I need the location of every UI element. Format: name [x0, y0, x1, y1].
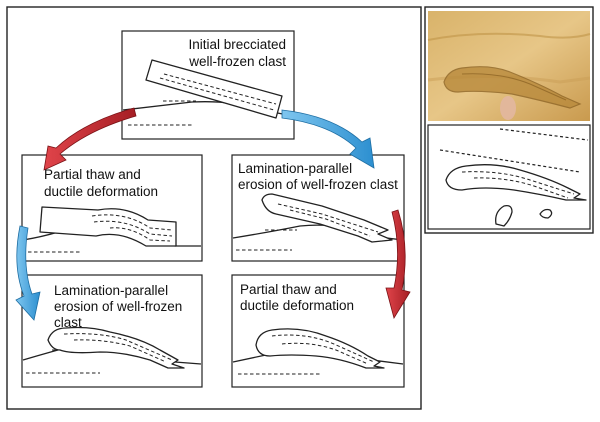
panel-erosion-2-label-line-3: clast	[54, 315, 82, 330]
panel-erosion-1-label-line-2: erosion of well-frozen clast	[238, 177, 398, 192]
panel-thaw-2-label-line-1: Partial thaw and	[240, 282, 337, 297]
panel-erosion-1-clast-lamination	[289, 209, 371, 237]
panel-erosion-2-clast-lamination	[63, 333, 173, 361]
panel-erosion-2-clast	[47, 326, 185, 369]
arrow-red-erosion-to-thaw	[385, 209, 411, 320]
panel-erosion-1-label-line-1: Lamination-parallel	[238, 161, 352, 176]
panel-thaw-1-clast-lamination	[93, 220, 173, 237]
panel-thaw-2-clast	[255, 328, 385, 369]
panel-initial-clast-lamination	[159, 77, 275, 111]
panel-thaw-1-label-line-1: Partial thaw and	[44, 167, 141, 182]
panel-erosion-1-clast-lamination	[277, 203, 379, 233]
panel-thaw-2-clast-lamination	[281, 342, 369, 365]
sketch-lower-lamination	[439, 149, 581, 173]
sketch-clast	[445, 164, 587, 201]
panel-erosion-2-label-line-2: erosion of well-frozen	[54, 299, 182, 314]
panel-erosion-1-clast	[261, 193, 393, 243]
panel-thaw-1-clast-lamination	[109, 227, 171, 242]
panel-initial: Initial brecciated well-frozen clast	[121, 30, 295, 140]
panel-thaw-1-label-line-2: ductile deformation	[44, 184, 158, 199]
panel-initial-clast	[145, 59, 283, 119]
panel-erosion-2-clast-lamination	[73, 339, 167, 363]
outcrop-sketch	[439, 128, 589, 227]
arrow-blue-initial-to-erosion	[281, 109, 375, 169]
panel-thaw-2: Partial thaw and ductile deformation	[231, 274, 405, 388]
panel-initial-clast-lamination	[163, 73, 277, 105]
panel-erosion-1: Lamination-parallel erosion of well-froz…	[231, 154, 405, 262]
panel-thaw-2-clast-lamination	[271, 334, 375, 363]
panel-thaw-2-label-line-2: ductile deformation	[240, 298, 354, 313]
arrow-blue-thaw-to-erosion	[15, 225, 41, 321]
panel-initial-label-line-2: well-frozen clast	[188, 54, 286, 69]
panel-initial-label-line-1: Initial brecciated	[188, 37, 286, 52]
sketch-upper-lamination	[499, 128, 589, 141]
sketch-finger-outline	[495, 204, 513, 227]
arrow-red-initial-to-thaw	[43, 107, 137, 171]
sketch-fragment	[539, 208, 553, 219]
panel-thaw-1-clast	[39, 206, 177, 247]
sketch-clast-lamination	[473, 177, 569, 199]
sketch-clast-lamination	[461, 171, 575, 195]
panel-thaw-1-clast-lamination	[91, 214, 173, 231]
outcrop-photo	[427, 11, 591, 121]
panel-thaw-1: Partial thaw and ductile deformation	[21, 154, 203, 262]
panel-erosion-2-label-line-1: Lamination-parallel	[54, 283, 168, 298]
panel-erosion-2: Lamination-parallel erosion of well-froz…	[21, 274, 203, 388]
